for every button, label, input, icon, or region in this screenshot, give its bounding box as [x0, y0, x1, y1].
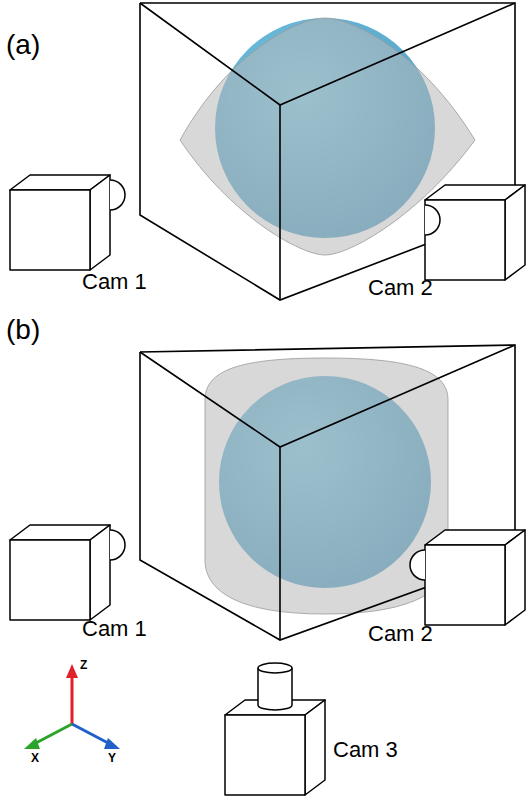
camera-label: Cam 1: [82, 270, 147, 294]
camera-lens: [110, 530, 125, 560]
panel-b: [10, 345, 525, 795]
deformed-shape: [205, 358, 448, 614]
panel-label: (b): [6, 315, 40, 346]
camera-2: [425, 530, 525, 625]
panel-a: [10, 3, 525, 300]
axis-triad: [24, 664, 120, 749]
camera-3: [225, 700, 325, 795]
axis-label: Z: [80, 659, 87, 672]
camera-lens: [110, 180, 125, 210]
camera-2: [425, 185, 525, 280]
axis-label: Y: [108, 752, 116, 765]
camera-label: Cam 2: [368, 622, 433, 646]
camera-label: Cam 3: [333, 738, 398, 762]
deformed-shape: [180, 18, 475, 255]
camera-lens: [258, 663, 292, 710]
camera-lens: [410, 550, 425, 580]
panel-label: (a): [6, 30, 40, 61]
axis-label: X: [31, 752, 39, 765]
camera-1: [10, 175, 110, 270]
camera-1: [10, 525, 110, 620]
camera-label: Cam 2: [368, 276, 433, 300]
camera-lens: [425, 205, 440, 235]
camera-label: Cam 1: [82, 617, 147, 641]
